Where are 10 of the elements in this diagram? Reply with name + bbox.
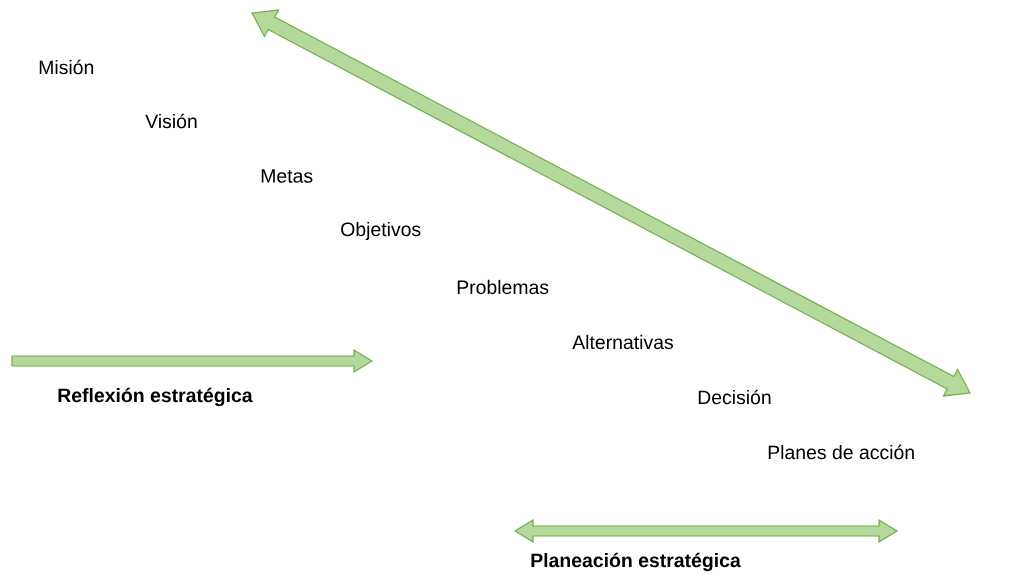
text-label: Metas (261, 169, 313, 183)
text-label: Objetivos (341, 221, 421, 241)
text-label: Decisión (698, 389, 771, 405)
text-label: Alternativas (572, 334, 673, 350)
text-label: Planeación estratégica (531, 552, 741, 572)
text-label: Problemas (457, 279, 549, 295)
text-label: Visión (145, 113, 197, 129)
text-label: Planes de acción (768, 444, 914, 460)
text-label: Reflexión estratégica (58, 387, 253, 407)
text-label: Misión (39, 59, 94, 75)
